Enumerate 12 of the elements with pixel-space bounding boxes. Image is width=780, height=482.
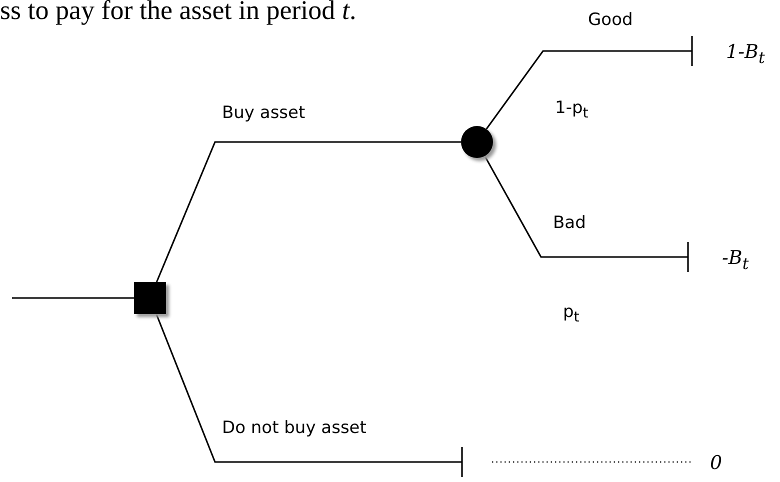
text-fragment: ss to pay for the asset in period t. <box>0 0 356 24</box>
payoff-label: -B$_{t}$ <box>722 247 749 273</box>
edge-label: Bad <box>553 213 586 233</box>
payoff-label: 0 <box>710 452 722 474</box>
chance-node <box>461 126 493 158</box>
decision-node <box>134 282 166 314</box>
edge-label: Buy asset <box>222 103 306 123</box>
probability-label: 1-p$_{t}$ <box>555 98 588 122</box>
edge-label: Do not buy asset <box>222 418 366 438</box>
probability-label: p$_{t}$ <box>563 302 580 326</box>
payoff-label: 1-B$_{t}$ <box>726 41 765 67</box>
edge-label: Good <box>588 10 633 30</box>
